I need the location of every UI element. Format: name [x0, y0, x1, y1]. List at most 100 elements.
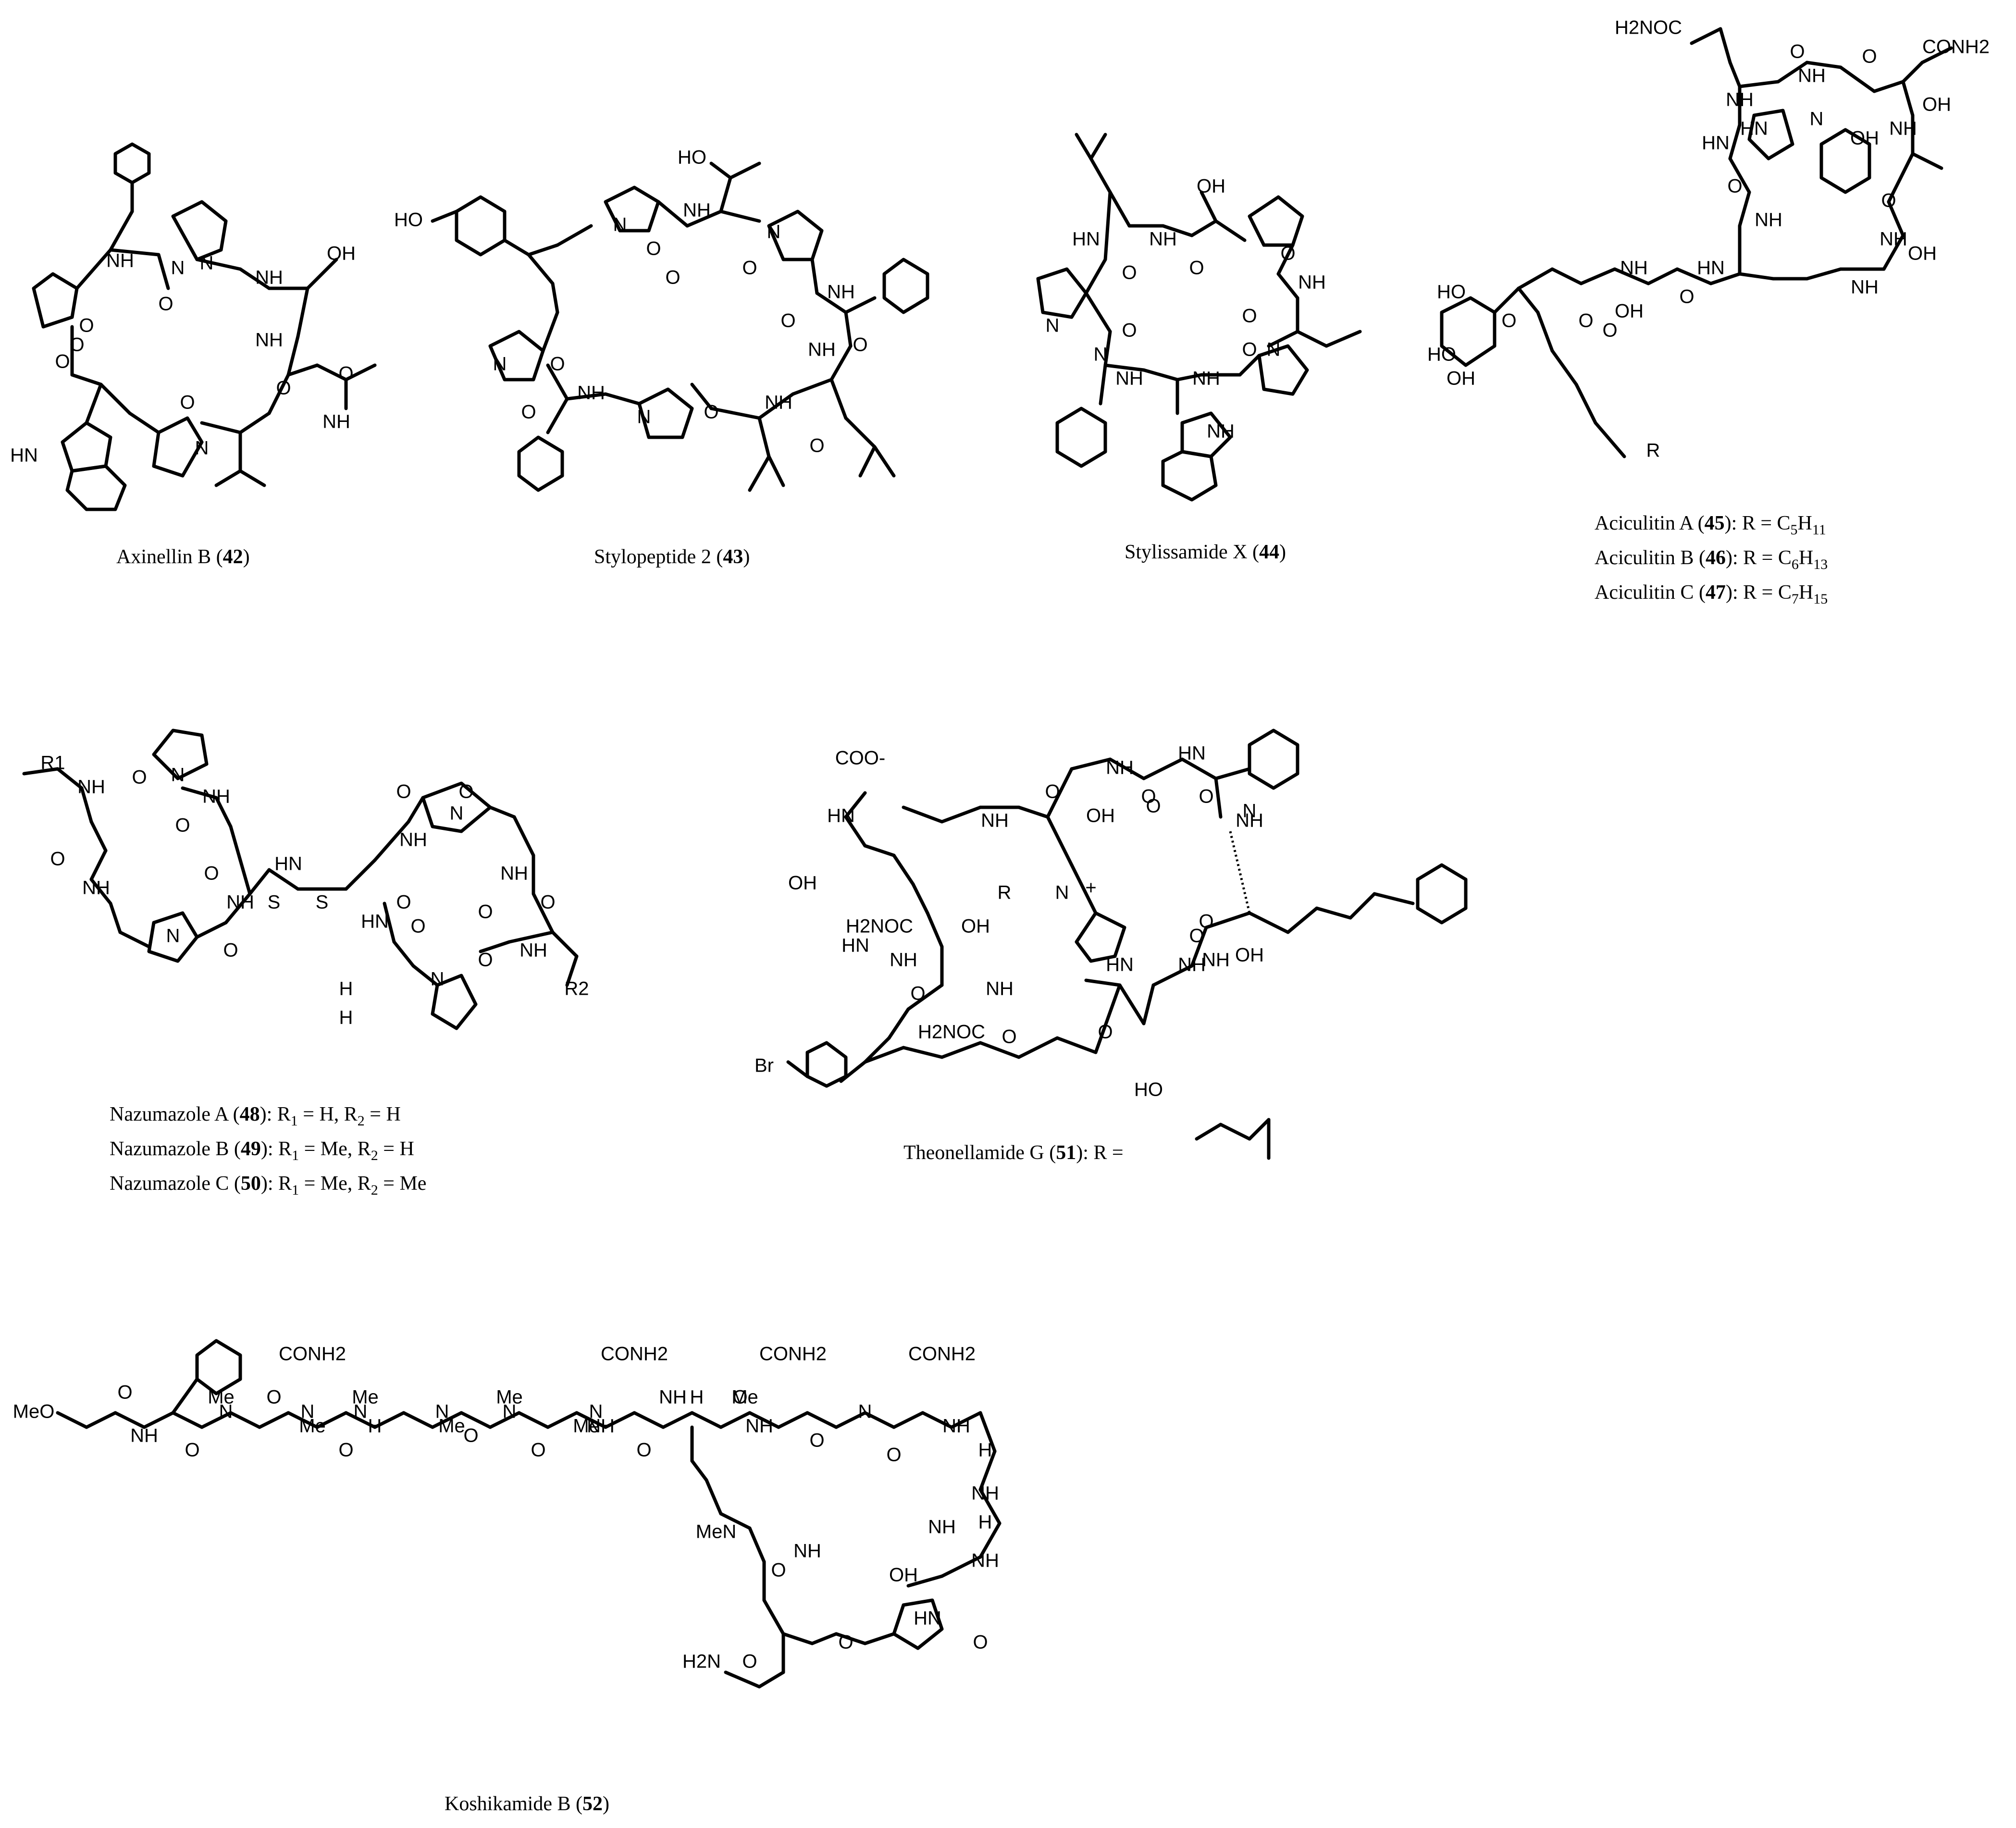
atom-label: O [521, 402, 536, 423]
atom-label: O [223, 940, 238, 961]
atom-label: N [493, 354, 507, 375]
atom-label: O [1045, 781, 1060, 803]
phenol-ring [1819, 128, 1871, 194]
atom-label: NH [1236, 810, 1263, 831]
atom-label: NH [1149, 229, 1177, 250]
atom-label: OH [788, 873, 817, 894]
atom-label: N [1094, 344, 1108, 365]
atom-label: OH [1086, 805, 1115, 827]
phenyl-ring [1055, 407, 1107, 468]
atom-label: OH [889, 1565, 918, 1586]
atom-label: OH [1922, 94, 1951, 115]
atom-label: H [690, 1387, 704, 1408]
compound-number: 43 [723, 546, 743, 568]
atom-label: OH [1850, 128, 1879, 149]
atom-label: O [338, 1440, 353, 1461]
atom-label: O [1501, 310, 1516, 332]
compound-name: Stylopeptide 2 [594, 546, 711, 568]
structure-theonellamide-g [786, 729, 1468, 1160]
atom-label: O [1727, 176, 1742, 197]
atom-label: + [1085, 877, 1096, 899]
compound-name: Nazumazole B [110, 1138, 229, 1160]
compound-number: 48 [239, 1103, 260, 1125]
atom-label: Me [299, 1416, 326, 1437]
compound-number: 42 [223, 546, 243, 568]
atom-label: CONH2 [908, 1344, 976, 1365]
atom-label: S [268, 892, 281, 913]
atom-label: Me [731, 1387, 758, 1408]
atom-label: O [1199, 786, 1213, 807]
atom-label: N [431, 969, 445, 990]
atom-label: O [463, 1425, 478, 1446]
caption-stylissamide-x: Stylissamide X (44) [1125, 541, 1286, 563]
atom-label: O [396, 781, 411, 803]
subscript: 6 [1791, 556, 1799, 572]
atom-label: NH [745, 1416, 773, 1437]
atom-label: N [1267, 339, 1281, 360]
atom-label: Br [754, 1055, 774, 1076]
structure-stylissamide-x [1036, 133, 1362, 502]
atom-label: HN [827, 805, 855, 827]
phenyl-ring [113, 142, 151, 185]
atom-label: NH [255, 330, 283, 351]
atom-label: Me [352, 1387, 379, 1408]
compound-number: 49 [240, 1138, 261, 1160]
atom-label: O [550, 354, 565, 375]
atom-label: R [998, 882, 1012, 903]
atom-label: N [858, 1401, 872, 1422]
r-label: R = C [1743, 581, 1792, 604]
atom-label: O [1122, 262, 1137, 284]
atom-label: NH [981, 810, 1009, 831]
indole-benzene [65, 464, 127, 511]
atom-label: Me [438, 1416, 465, 1437]
atom-label: NH [683, 200, 711, 221]
atom-label: MeN [696, 1521, 736, 1543]
r2-value: H [386, 1103, 401, 1125]
r1-value: Me [320, 1173, 347, 1195]
indole-ring [61, 421, 112, 473]
atom-label: N [1055, 882, 1069, 903]
atom-label: O [838, 1632, 853, 1653]
atom-label: O [665, 267, 680, 288]
atom-label: O [886, 1445, 901, 1466]
caption-aciculitins: Aciculitin A (45): R = C5H11 Aciculitin … [1595, 509, 1828, 613]
atom-label: N [637, 407, 651, 428]
atom-label: R2 [564, 978, 589, 1000]
pyrrolidine-ring [604, 185, 660, 233]
atom-label: HO [1427, 344, 1456, 365]
atom-label: N [195, 438, 209, 459]
atom-label: H2NOC [846, 916, 913, 937]
atom-label: NH [942, 1416, 970, 1437]
atom-label: NH [890, 950, 917, 971]
atom-label: O [646, 238, 661, 259]
atom-label: HN [1702, 133, 1730, 154]
tyrosine-ring [455, 195, 507, 257]
r-mid: H [1797, 512, 1812, 534]
atom-label: NH [399, 829, 427, 851]
caption-line: Nazumazole B (49): R1 = Me, R2 = H [110, 1138, 414, 1163]
atom-label: OH [1197, 176, 1225, 197]
pyrrolidine-ring [1036, 267, 1088, 319]
r1-value: H [319, 1103, 334, 1125]
atom-label: O [478, 902, 493, 923]
compound-name: Koshikamide B [445, 1793, 571, 1815]
r-label: R = C [1743, 547, 1792, 569]
phenyl-ring [882, 258, 929, 314]
atom-label: N [767, 222, 781, 243]
caption-axinellin-b: Axinellin B (42) [116, 546, 250, 568]
atom-label: NH [322, 411, 350, 432]
r2-value: H [399, 1138, 414, 1160]
atom-label: O [636, 1440, 651, 1461]
atom-label: H2NOC [1615, 17, 1682, 38]
atom-label: HN [1106, 954, 1134, 976]
atom-label: H2NOC [918, 1022, 985, 1043]
compound-name: Nazumazole C [110, 1173, 229, 1195]
atom-label: HN [274, 853, 302, 875]
atom-label: O [50, 849, 65, 870]
atom-label: O [531, 1440, 545, 1461]
oxazole-ring [147, 911, 199, 963]
caption-line: Aciculitin A (45): R = C5H11 [1595, 512, 1826, 538]
atom-label: NH [793, 1541, 821, 1562]
